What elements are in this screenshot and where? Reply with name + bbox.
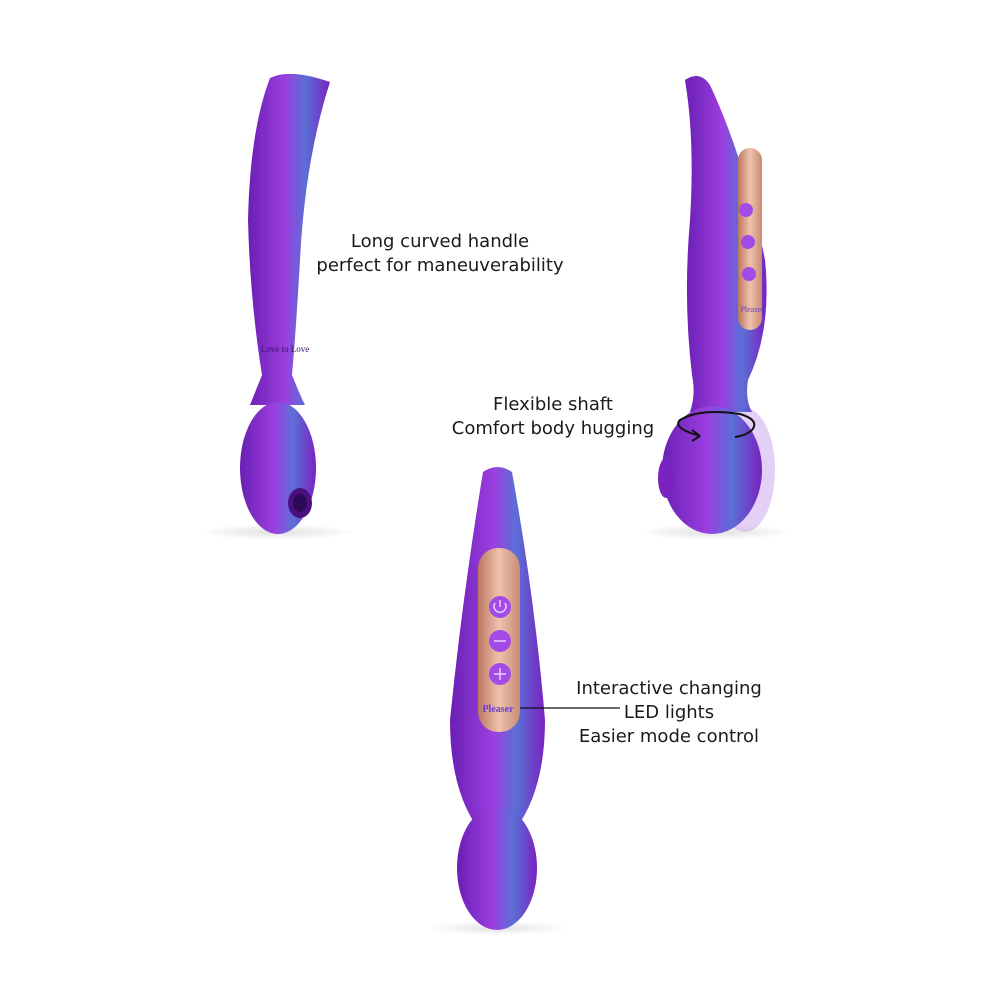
callout-handle-line1: Long curved handle: [350, 231, 530, 252]
brand-logo: Love to Love: [261, 344, 310, 354]
callout-handle-line2: perfect for maneuverability: [316, 255, 564, 276]
brand-logo: Pleaser: [482, 704, 514, 715]
callout-shaft-line1: Flexible shaft: [493, 394, 613, 415]
callout-shaft-line2: Comfort body hugging: [451, 418, 655, 439]
power-icon: [739, 203, 753, 217]
product-back-view: Love to Love: [197, 73, 357, 540]
callout-controls: Interactive changing LED lights Easier m…: [576, 677, 762, 749]
callout-controls-line3: Easier mode control: [578, 726, 760, 747]
rotate-arrow-icon: [677, 411, 756, 442]
product-side-view: Pleaser: [635, 76, 795, 540]
minus-icon: [741, 235, 755, 249]
callout-shaft: Flexible shaft Comfort body hugging: [452, 393, 654, 441]
callout-controls-line2: LED lights: [623, 702, 715, 723]
product-front-view: Pleaser: [427, 467, 620, 935]
callout-controls-line1: Interactive changing: [576, 678, 762, 699]
brand-logo: Pleaser: [740, 305, 763, 314]
callout-handle: Long curved handle perfect for maneuvera…: [316, 230, 563, 278]
plus-icon: [742, 267, 756, 281]
